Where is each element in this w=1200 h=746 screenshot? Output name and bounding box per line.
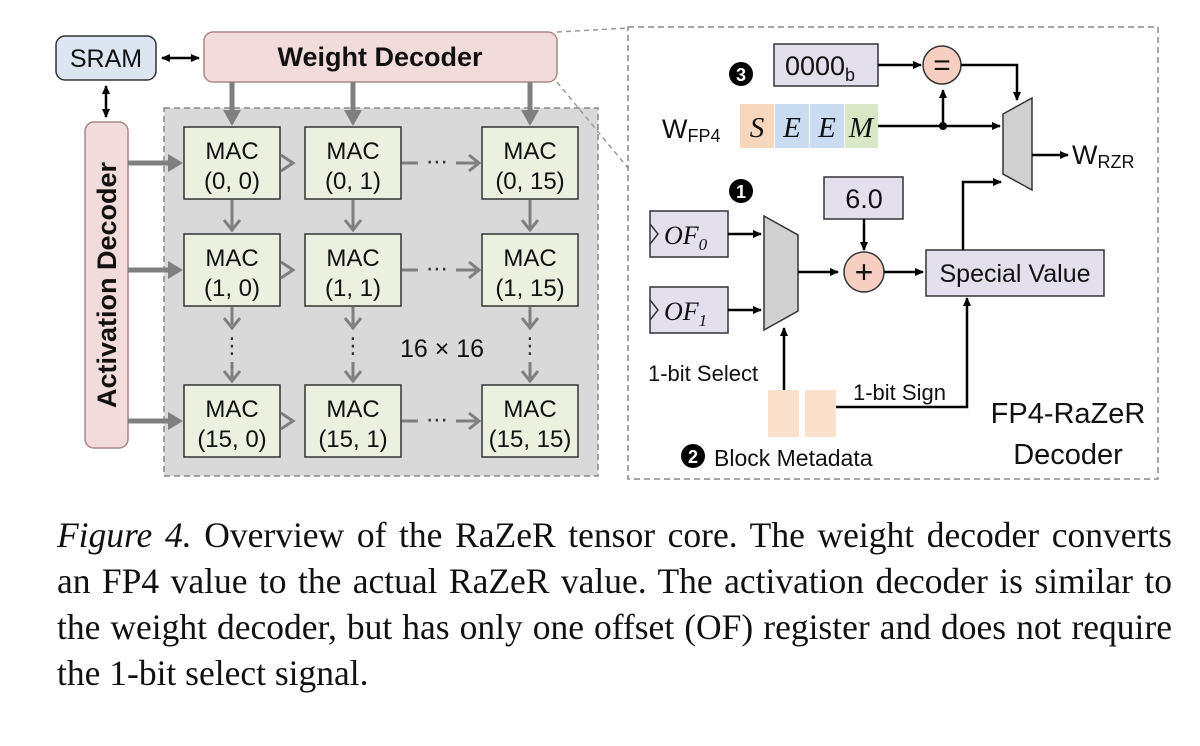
mac-horizontal-arrows — [280, 153, 482, 431]
mac-label: MAC — [326, 138, 379, 165]
fp4-mantissa-bit: M — [848, 112, 875, 144]
svg-text:6.0: 6.0 — [845, 184, 883, 214]
mac-coord: (15, 15) — [489, 426, 572, 453]
mac-label: MAC — [503, 138, 556, 165]
sign-line — [836, 297, 971, 409]
mac-cell-0-0: MAC (0, 0) — [183, 126, 281, 200]
mac-vertical-ellipses: ⋮ ⋮ ⋮ — [221, 333, 541, 358]
special-value-block: Special Value — [925, 249, 1105, 297]
block-metadata-label: Block Metadata — [714, 445, 873, 471]
mac-horizontal-ellipses: ⋯ ⋯ ⋯ — [426, 149, 448, 432]
sign-label: 1-bit Sign — [853, 380, 946, 405]
mac-cell-15-15: MAC (15, 15) — [481, 384, 579, 458]
activation-decoder-label: Activation Decoder — [92, 161, 122, 408]
mac-cell-0-1: MAC (0, 1) — [304, 126, 402, 200]
offset-register-0: OF0 — [649, 210, 729, 258]
mac-coord: (1, 15) — [495, 275, 564, 302]
weight-decoder-label: Weight Decoder — [277, 42, 483, 72]
sram-label: SRAM — [70, 45, 142, 73]
adder: + — [843, 251, 885, 293]
mac-coord: (0, 15) — [495, 168, 564, 195]
fp4-sign-bit: S — [750, 112, 765, 144]
svg-text:Special Value: Special Value — [939, 260, 1090, 288]
mac-vertical-arrows — [222, 200, 540, 384]
equality-comparator: = — [922, 45, 962, 85]
step-marker-2: 2 — [681, 444, 705, 468]
mac-label: MAC — [205, 138, 258, 165]
output-mux — [1002, 96, 1033, 192]
svg-text:OF0: OF0 — [664, 221, 708, 254]
weight-decoder-block: Weight Decoder — [203, 31, 558, 83]
mac-cell-1-0: MAC (1, 0) — [183, 233, 281, 307]
w-fp4-label: WFP4 — [662, 114, 721, 146]
fp4-exponent-bit: E — [782, 112, 801, 144]
mac-label: MAC — [503, 245, 556, 272]
mac-cell-15-1: MAC (15, 1) — [304, 384, 402, 458]
mac-label: MAC — [326, 245, 379, 272]
mac-coord: (0, 1) — [325, 168, 381, 195]
mac-label: MAC — [205, 396, 258, 423]
activation-to-mac-arrows — [128, 160, 175, 424]
step-marker-3: 3 — [729, 62, 753, 86]
razer-decoder-frame — [627, 26, 1159, 480]
caption-text: Overview of the RaZeR tensor core. The w… — [57, 515, 1172, 693]
svg-text:OF1: OF1 — [664, 297, 707, 330]
svg-text:⋯: ⋯ — [426, 256, 448, 281]
svg-text:⋮: ⋮ — [519, 333, 541, 358]
mac-coord: (15, 1) — [318, 426, 387, 453]
comparator-to-mux — [961, 63, 1021, 101]
razer-diagram: SRAM Weight Decoder Activation Decoder — [55, 26, 1159, 480]
svg-text:0000b: 0000b — [785, 51, 855, 85]
offset-select-mux — [763, 214, 799, 332]
fp4-bit-fields: S E E M — [740, 104, 878, 148]
svg-text:1: 1 — [736, 182, 746, 202]
mac-cell-0-15: MAC (0, 15) — [481, 126, 579, 200]
svg-text:⋮: ⋮ — [342, 333, 364, 358]
offset-register-1: OF1 — [649, 286, 729, 334]
mac-coord: (1, 0) — [204, 275, 260, 302]
svg-text:3: 3 — [736, 65, 746, 85]
decoder-title-line2: Decoder — [1013, 439, 1123, 471]
special-to-mux — [961, 178, 1002, 250]
figure-number: Figure 4. — [57, 515, 192, 555]
mac-label: MAC — [503, 396, 556, 423]
constant-6-register: 6.0 — [823, 176, 904, 220]
step-marker-1: 1 — [729, 179, 753, 203]
block-metadata — [768, 390, 836, 437]
fp4-exponent-bit: E — [817, 112, 836, 144]
zero-constant-register: 0000b — [773, 43, 879, 87]
sram-block: SRAM — [55, 35, 157, 81]
svg-text:2: 2 — [688, 447, 698, 467]
svg-text:⋯: ⋯ — [426, 407, 448, 432]
mac-cell-1-1: MAC (1, 1) — [304, 233, 402, 307]
activation-decoder-block: Activation Decoder — [84, 121, 129, 449]
select-label: 1-bit Select — [648, 361, 758, 386]
svg-text:+: + — [855, 254, 874, 290]
mac-cell-15-0: MAC (15, 0) — [183, 384, 281, 458]
mac-label: MAC — [326, 396, 379, 423]
grid-size-label: 16 × 16 — [400, 335, 484, 363]
figure-caption: Figure 4. Overview of the RaZeR tensor c… — [57, 512, 1172, 696]
mac-coord: (0, 0) — [204, 168, 260, 195]
svg-text:⋯: ⋯ — [426, 149, 448, 174]
w-rzr-label: WRZR — [1072, 140, 1134, 172]
mac-coord: (15, 0) — [197, 426, 266, 453]
svg-text:⋮: ⋮ — [221, 333, 243, 358]
svg-text:=: = — [933, 49, 951, 82]
mac-coord: (1, 1) — [325, 275, 381, 302]
mac-label: MAC — [205, 245, 258, 272]
decoder-title-line1: FP4-RaZeR — [991, 398, 1146, 430]
zoom-lines — [556, 27, 629, 169]
mac-cell-1-15: MAC (1, 15) — [481, 233, 579, 307]
